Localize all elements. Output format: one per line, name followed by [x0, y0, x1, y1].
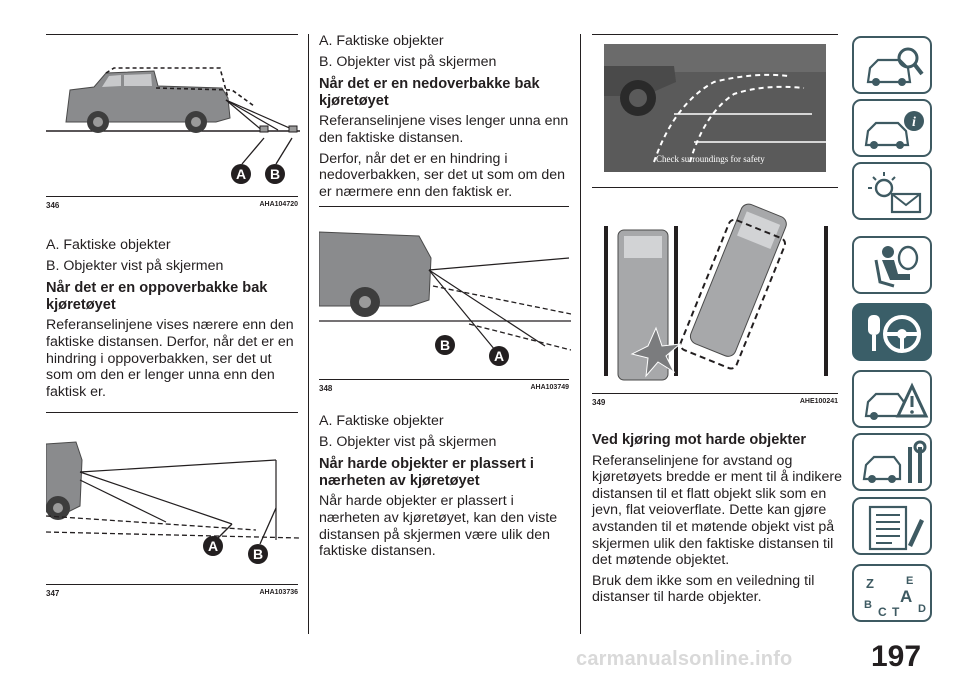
- fig348-label-a: A: [494, 348, 504, 364]
- tab-maintenance[interactable]: [852, 433, 932, 491]
- fig348-number: 348: [319, 384, 333, 393]
- paragraph-hard-objects-1: Referanselinjene for avstand og kjøretøy…: [592, 452, 842, 569]
- column-2-text-bottom: A. Faktiske objekter B. Objekter vist på…: [319, 413, 571, 560]
- fig348-bottom-rule: [319, 379, 569, 380]
- fig347-code: AHA103736: [259, 589, 298, 596]
- figure-347-uphill-rear-illustration: A B: [46, 441, 300, 564]
- fig349-number: 349: [592, 398, 606, 407]
- legend-a: A. Faktiske objekter: [319, 413, 444, 429]
- svg-text:D: D: [918, 603, 926, 615]
- column-2-text-top: A. Faktiske objekter B. Objekter vist på…: [319, 33, 571, 200]
- tab-technical-data[interactable]: [852, 497, 932, 555]
- car-tools-icon: [862, 440, 927, 483]
- tab-starting-and-driving[interactable]: [852, 303, 932, 361]
- camera-safety-text: Check surroundings for safety: [656, 154, 765, 164]
- fig348-label-b: B: [440, 337, 450, 353]
- figure-348-downhill-illustration: B A: [319, 231, 571, 366]
- fig346-label-b: B: [270, 166, 280, 182]
- svg-text:C: C: [878, 605, 887, 619]
- page-number: 197: [870, 640, 922, 673]
- figure-349-camera-view: Check surroundings for safety: [604, 44, 826, 172]
- fig347-bottom-rule: [46, 584, 298, 585]
- car-search-icon: [866, 47, 924, 86]
- column-divider-2: [580, 34, 581, 634]
- legend-a: A. Faktiske objekter: [319, 33, 444, 49]
- section-heading-hard-objects: Ved kjøring mot harde objekter: [592, 432, 807, 448]
- car-info-icon: i: [864, 111, 924, 149]
- fig346-top-rule: [46, 34, 298, 35]
- fig349-code: AHE100241: [799, 398, 838, 405]
- fig349-top-rule: [592, 34, 838, 35]
- fig346-code: AHA104720: [259, 201, 298, 208]
- fig346-label-a: A: [236, 166, 246, 182]
- fig349-bottom-rule: [592, 393, 838, 394]
- fig349-mid-rule: [592, 187, 838, 188]
- tab-vehicle-info[interactable]: i: [852, 99, 932, 157]
- fig348-top-rule: [319, 206, 569, 207]
- car-warning-triangle-icon: [864, 382, 929, 420]
- legend-b: B. Objekter vist på skjermen: [319, 433, 497, 450]
- paragraph-uphill: Referanselinjene vises nærere enn den fa…: [46, 317, 294, 400]
- section-heading-uphill: Når det er en oppoverbakke bak kjøretøye…: [46, 280, 268, 313]
- airbag-seat-icon: [874, 245, 919, 288]
- fig347-top-rule: [46, 412, 298, 413]
- legend-b: B. Objekter vist på skjermen: [319, 53, 497, 70]
- svg-text:B: B: [864, 599, 872, 611]
- key-steering-wheel-icon: [868, 315, 921, 353]
- column-3-text: Ved kjøring mot harde objekter Referanse…: [592, 432, 844, 606]
- watermark: carmanualsonline.info: [576, 648, 793, 670]
- svg-text:A: A: [900, 587, 912, 606]
- paragraph-hard-objects-near: Når harde objekter er plassert i nærhete…: [319, 493, 558, 560]
- paragraph-downhill-2: Derfor, når det er en hindring i nedover…: [319, 150, 566, 200]
- svg-text:E: E: [906, 575, 913, 587]
- legend-a: A. Faktiske objekter: [46, 237, 171, 253]
- warning-light-message-icon: [868, 172, 922, 214]
- fig348-code: AHA103749: [530, 384, 569, 391]
- paragraph-hard-objects-2: Bruk dem ikke som en veiledning til dist…: [592, 572, 815, 606]
- tab-safety[interactable]: [852, 236, 932, 294]
- tab-warning-lights-messages[interactable]: [852, 162, 932, 220]
- legend-b: B. Objekter vist på skjermen: [46, 257, 224, 274]
- figure-349-parking-diagram: [604, 203, 828, 381]
- svg-text:Z: Z: [866, 576, 874, 591]
- tab-knowing-your-vehicle[interactable]: [852, 36, 932, 94]
- fig347-label-a: A: [208, 538, 218, 554]
- fig347-number: 347: [46, 589, 60, 598]
- section-heading-downhill: Når det er en nedoverbakke bak kjøretøye…: [319, 76, 540, 109]
- specifications-list-icon: [868, 505, 924, 551]
- figure-346-uphill-illustration: A B: [46, 67, 300, 184]
- svg-text:T: T: [892, 605, 900, 619]
- fig346-bottom-rule: [46, 196, 298, 197]
- section-heading-hard-objects-near: Når harde objekter er plassert i nærhete…: [319, 456, 534, 489]
- tab-emergency[interactable]: [852, 370, 932, 428]
- svg-text:i: i: [912, 115, 916, 130]
- paragraph-downhill-1: Referanselinjene vises lenger unna enn d…: [319, 113, 569, 146]
- column-1-text: A. Faktiske objekter B. Objekter vist på…: [46, 237, 302, 400]
- fig346-number: 346: [46, 201, 60, 210]
- fig347-label-b: B: [253, 546, 263, 562]
- column-divider-1: [308, 34, 309, 634]
